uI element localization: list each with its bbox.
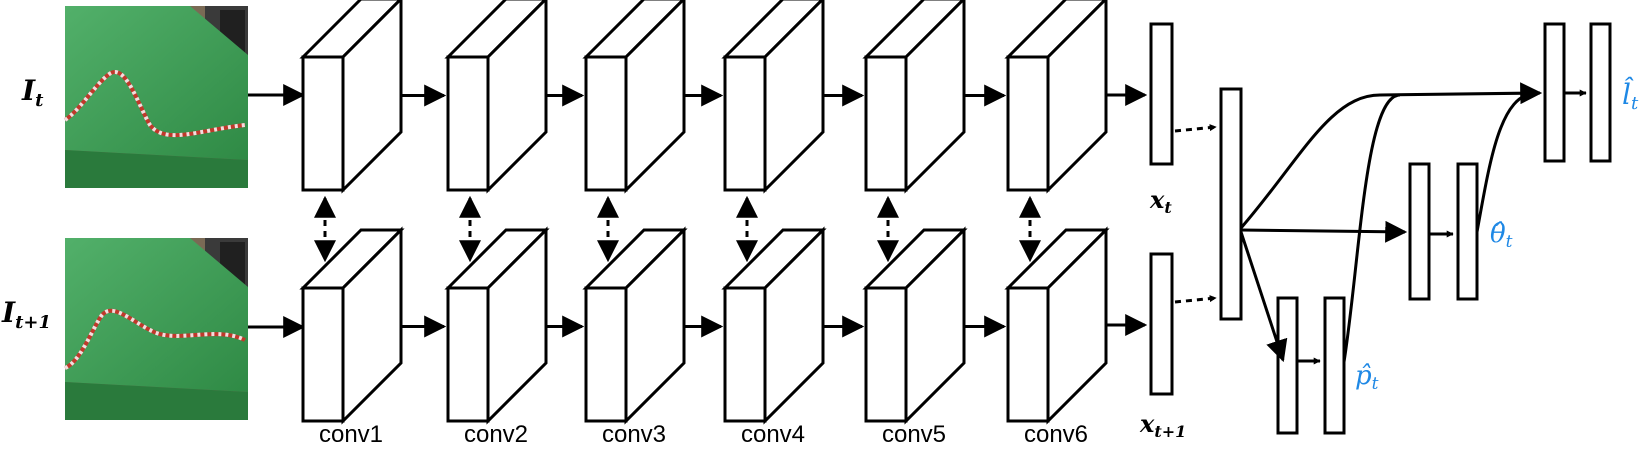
conv-block-3-top xyxy=(582,0,686,194)
p-head-layer-2 xyxy=(1323,296,1346,435)
conv-stack xyxy=(299,0,1110,425)
conv-label-1: conv1 xyxy=(319,421,383,448)
conv-block-4-bottom xyxy=(721,226,827,425)
input-label-bottom: It+1 xyxy=(1,296,51,333)
theta-head-layer-1 xyxy=(1408,162,1431,301)
skip-p-to-l-head xyxy=(1342,93,1401,363)
dashed-arrow-feature-top-to-concat xyxy=(1174,124,1217,133)
conv-block-4-top xyxy=(721,0,825,194)
conv-label-6: conv6 xyxy=(1024,421,1088,448)
arrow-concat-to-p-head xyxy=(1239,231,1288,363)
conv-block-6-bottom xyxy=(1004,226,1110,425)
conv-block-2-top xyxy=(444,0,548,194)
conv-block-5-bottom xyxy=(862,226,968,425)
output-label-l: l̂t xyxy=(1622,77,1639,114)
conv-labels: conv1 conv2 conv3 conv4 conv5 conv6 xyxy=(319,421,1088,448)
input-label-top: It xyxy=(21,74,44,111)
feature-label-bottom: xt+1 xyxy=(1139,409,1186,441)
p-head-layer-1 xyxy=(1276,296,1299,435)
feature-vector-bottom xyxy=(1149,252,1174,396)
input-image-bottom xyxy=(64,238,248,420)
conv-label-2: conv2 xyxy=(464,421,528,448)
arrow-concat-to-theta-head xyxy=(1240,220,1408,243)
theta-head-layer-2 xyxy=(1456,162,1479,301)
dashed-arrow-feature-bottom-to-concat xyxy=(1174,295,1217,304)
conv-label-4: conv4 xyxy=(741,421,805,448)
conv-label-5: conv5 xyxy=(882,421,946,448)
conv-block-2-bottom xyxy=(444,226,550,425)
conv-block-1-top xyxy=(299,0,403,194)
conv-block-3-bottom xyxy=(582,226,688,425)
l-head-layer-1 xyxy=(1543,22,1566,163)
l-head-layer-2 xyxy=(1589,22,1612,163)
conv-block-5-top xyxy=(862,0,966,194)
output-label-theta: θ̂t xyxy=(1490,219,1513,252)
skip-theta-to-l-head xyxy=(1475,91,1536,233)
conv-block-1-bottom xyxy=(299,226,405,425)
feature-vector-top xyxy=(1149,22,1174,166)
conv-block-6-top xyxy=(1004,0,1108,194)
conv-label-3: conv3 xyxy=(602,421,666,448)
output-label-p: p̂t xyxy=(1355,361,1379,394)
feature-label-top: xt xyxy=(1149,185,1172,217)
concat-vector xyxy=(1219,87,1243,321)
input-image-top xyxy=(63,6,248,188)
arrow-concat-to-l-head xyxy=(1239,82,1543,229)
